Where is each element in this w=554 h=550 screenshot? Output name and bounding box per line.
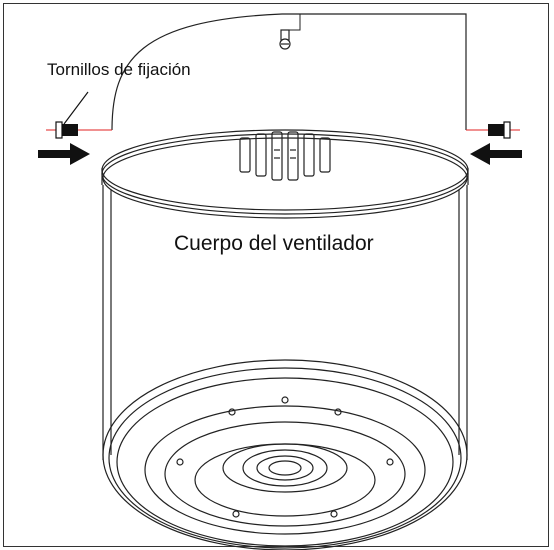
arrow-right-icon bbox=[38, 143, 90, 165]
fan-bottom-face bbox=[102, 359, 468, 550]
right-screw-icon bbox=[488, 121, 511, 139]
fan-top-rim bbox=[101, 129, 469, 211]
vent-slots bbox=[239, 131, 331, 181]
fan-body-label: Cuerpo del ventilador bbox=[174, 232, 374, 255]
arrow-left-icon bbox=[470, 143, 522, 165]
mounting-plate bbox=[111, 13, 467, 131]
screws-label: Tornillos de fijación bbox=[47, 60, 191, 79]
left-screw-icon bbox=[55, 91, 89, 139]
figure-border bbox=[3, 3, 549, 547]
top-screw-icon bbox=[279, 29, 291, 50]
